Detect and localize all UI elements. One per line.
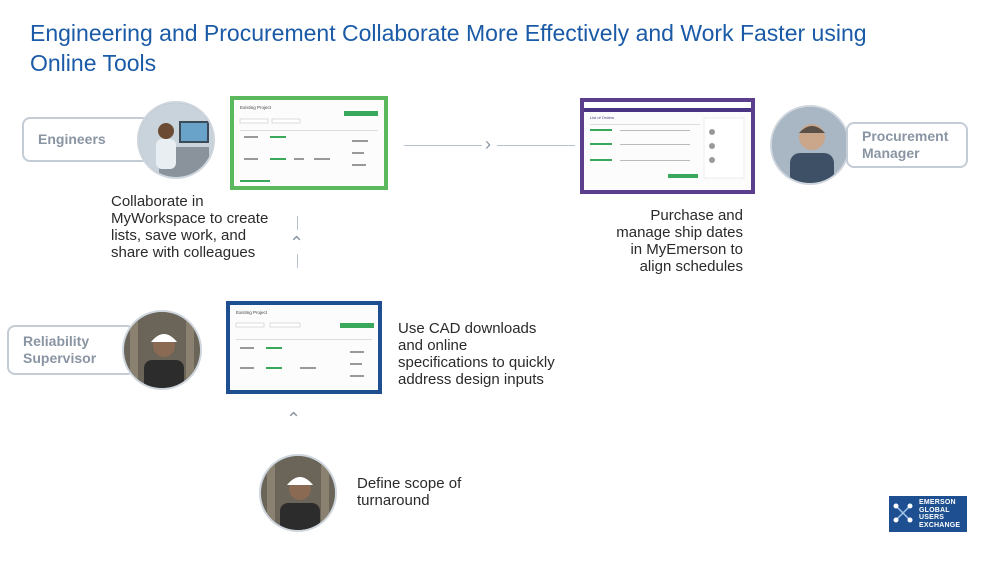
network-icon: [893, 503, 913, 523]
engineer-avatar: [137, 101, 215, 179]
connector-line-left: [404, 145, 482, 146]
myemerson-screenshot: List of Orders: [580, 98, 755, 194]
chevron-right-icon: ›: [485, 134, 491, 154]
slide-title: Engineering and Procurement Collaborate …: [30, 20, 867, 76]
reliability-supervisor-avatar: [122, 310, 202, 390]
chevron-up-icon: ⌃: [289, 233, 305, 253]
scope-description: Define scope of turnaround: [357, 475, 462, 509]
procurement-role-label: Procurement Manager: [846, 122, 968, 168]
procurement-description: Purchase and manage ship dates in MyEmer…: [616, 207, 743, 275]
connector-line-lower: [297, 254, 298, 268]
chevron-up-icon-lower: ⌃: [286, 409, 302, 429]
reliability-role-label: Reliability Supervisor: [7, 325, 135, 375]
reliability-description: Use CAD downloads and online specificati…: [398, 320, 555, 388]
workspace-title-text: Existing Project: [240, 105, 272, 110]
emerson-global-users-exchange-logo: EMERSON GLOBAL USERS EXCHANGE: [889, 496, 967, 532]
procurement-manager-avatar: [770, 105, 850, 185]
reliability-screenshot: Existing Project: [226, 301, 382, 394]
emerson-title-text: List of Orders: [590, 115, 614, 120]
reliability-screen-title-text: Existing Project: [236, 310, 268, 315]
connector-line-right: [497, 145, 575, 146]
scope-worker-avatar: [259, 454, 337, 532]
myworkspace-screenshot: Existing Project: [230, 96, 388, 190]
engineers-role-label: Engineers: [22, 117, 150, 162]
connector-line-upper: [297, 216, 298, 230]
engineers-description: Collaborate in MyWorkspace to create lis…: [111, 193, 269, 261]
